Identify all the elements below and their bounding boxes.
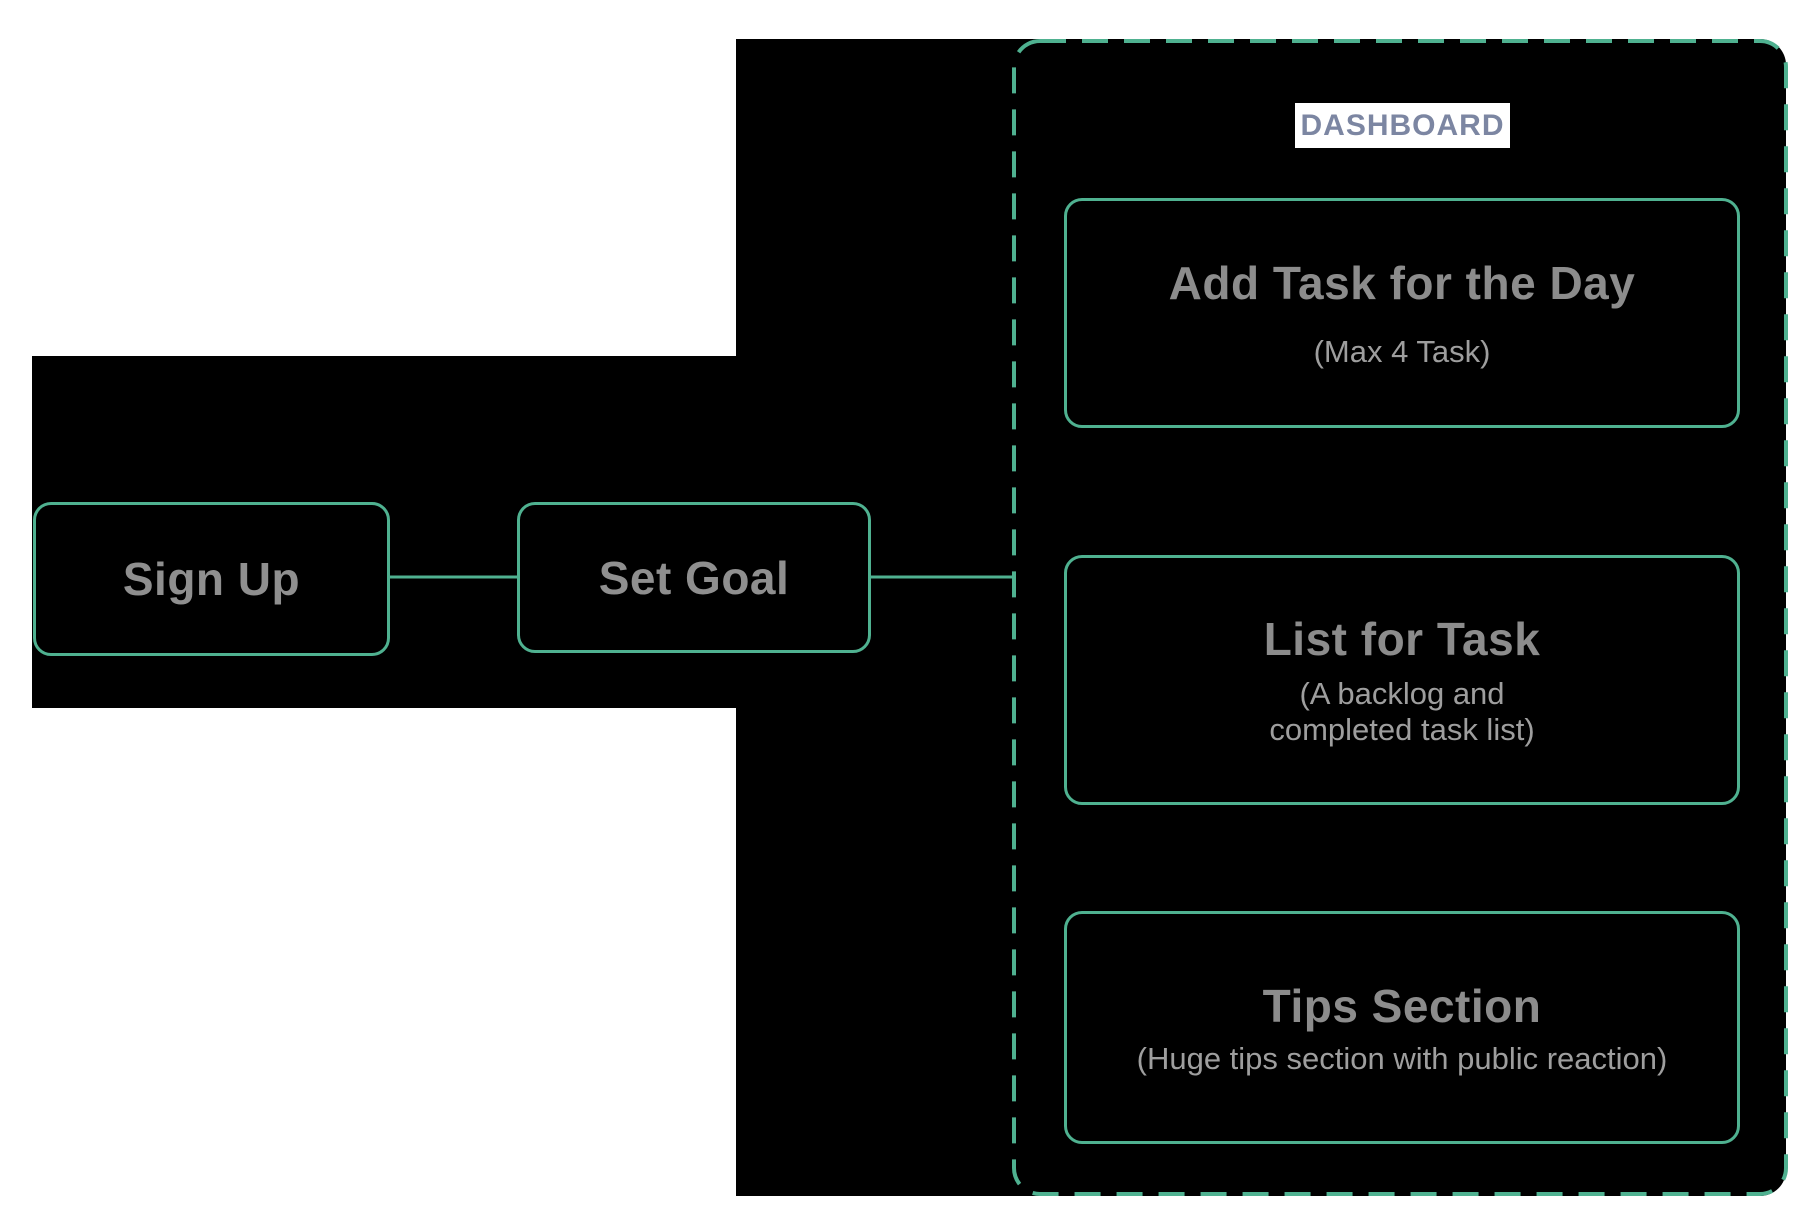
dashboard-dashed-border: [1012, 39, 1788, 1196]
card-task-list-title: List for Task: [1263, 613, 1541, 666]
card-add-task: Add Task for the Day (Max 4 Task): [1064, 198, 1740, 428]
flow-node-sign-up: Sign Up: [33, 502, 390, 656]
card-task-list: List for Task (A backlog and completed t…: [1064, 555, 1740, 805]
card-task-list-subtitle: (A backlog and completed task list): [1269, 676, 1535, 747]
set-goal-label: Set Goal: [598, 551, 790, 604]
card-add-task-subtitle: (Max 4 Task): [1313, 334, 1491, 370]
flow-node-set-goal: Set Goal: [517, 502, 871, 653]
sign-up-label: Sign Up: [122, 553, 301, 605]
card-tips-section-title: Tips Section: [1262, 979, 1542, 1032]
card-tips-section-subtitle: (Huge tips section with public reaction): [1136, 1040, 1668, 1076]
dashboard-title-chip: DASHBOARD: [1295, 103, 1510, 148]
dashboard-title: DASHBOARD: [1300, 108, 1505, 142]
card-add-task-title: Add Task for the Day: [1168, 257, 1636, 310]
card-tips-section: Tips Section (Huge tips section with pub…: [1064, 911, 1740, 1144]
